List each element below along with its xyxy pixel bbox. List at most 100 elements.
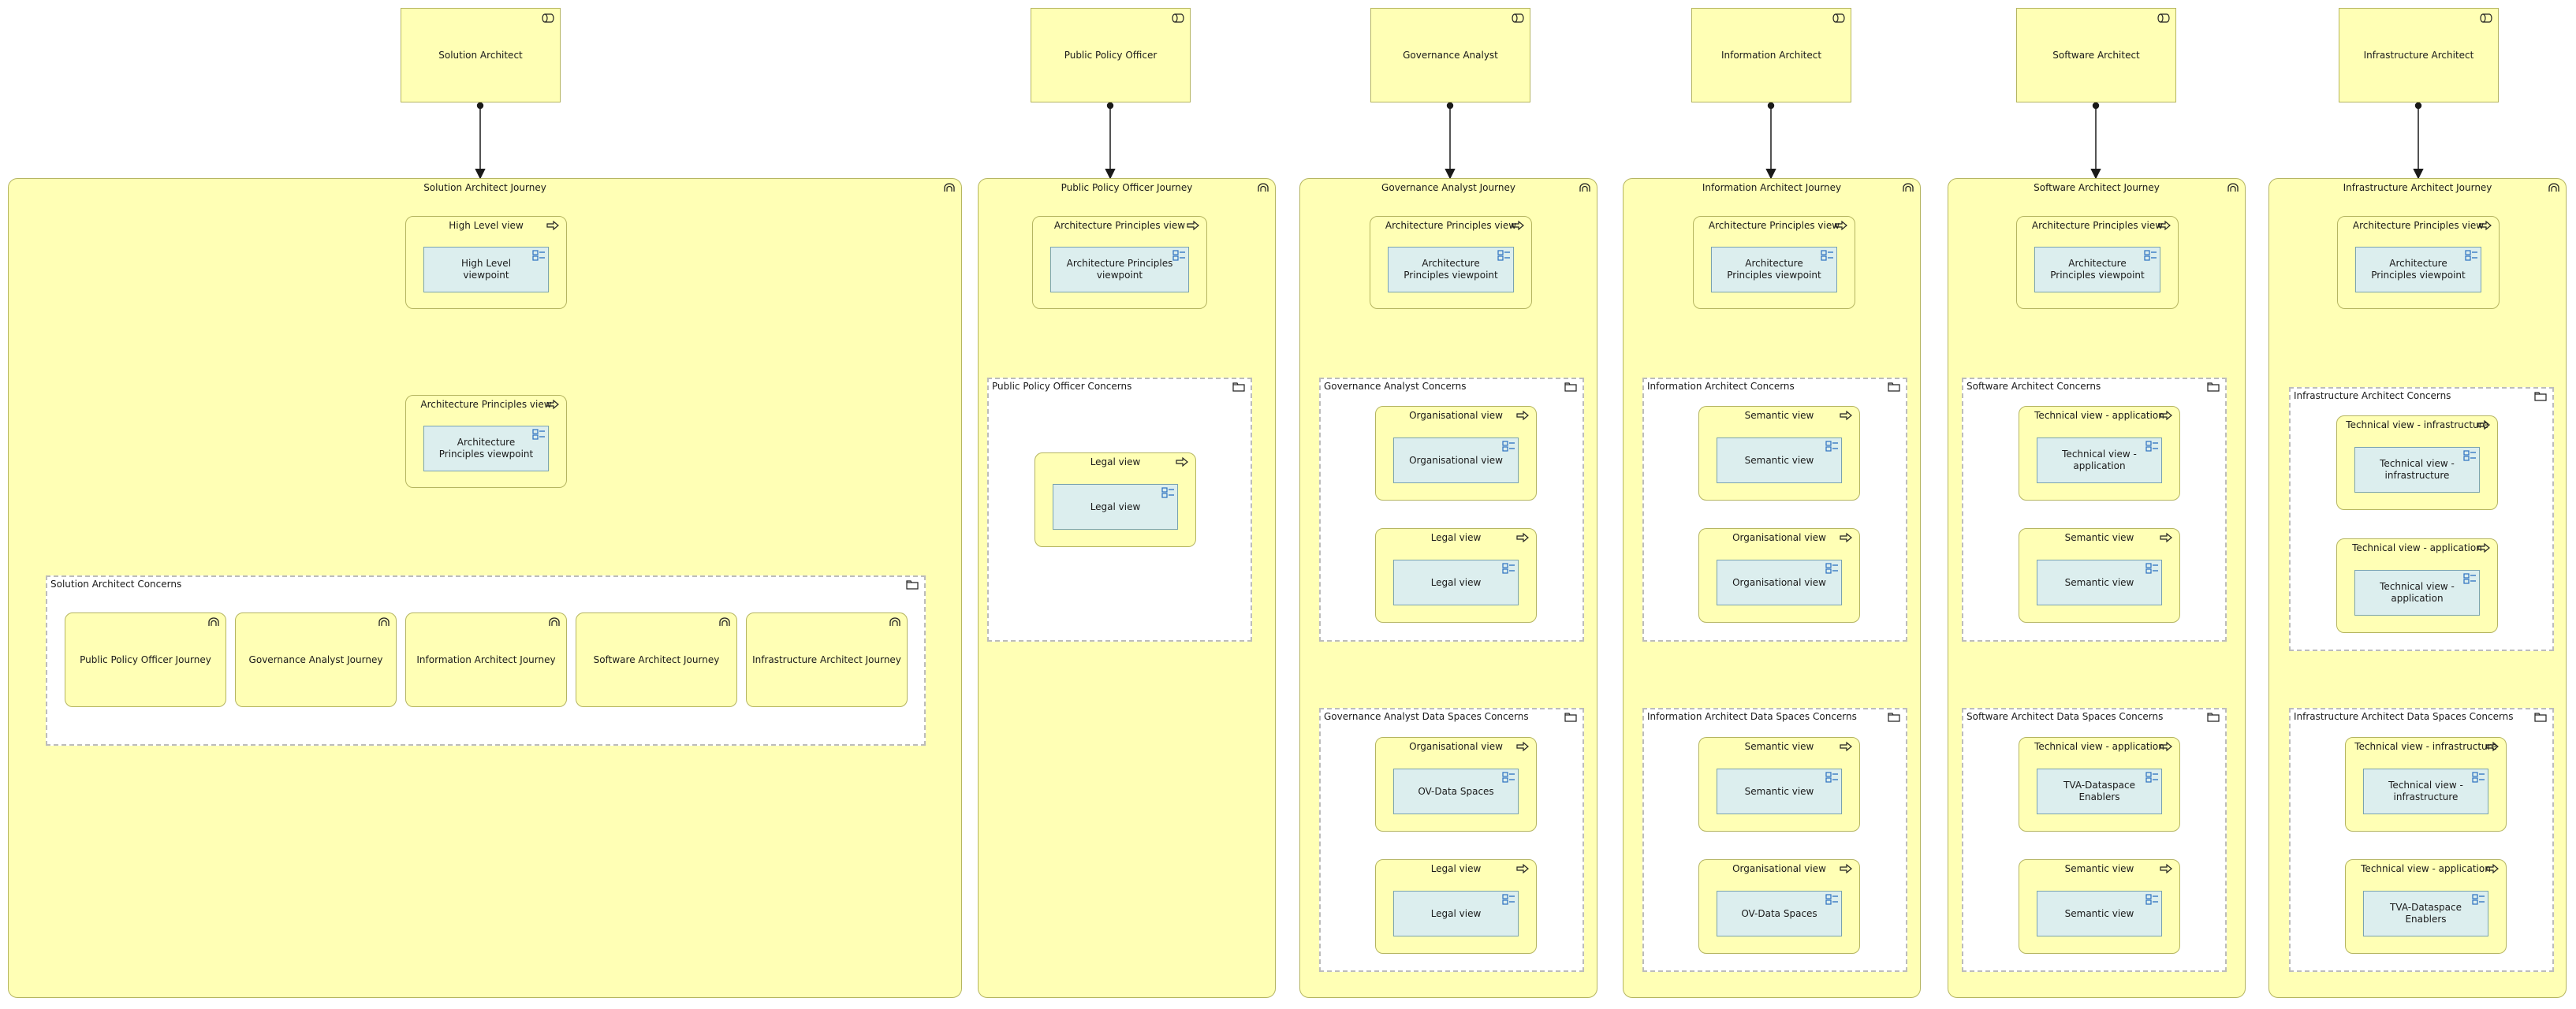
viewpoint-box[interactable]: Architecture Principles viewpoint bbox=[423, 426, 549, 471]
viewpoint-icon bbox=[1825, 441, 1838, 452]
view-title: Legal view bbox=[1430, 532, 1482, 543]
viewpoint-box[interactable]: Technical view - application bbox=[2354, 570, 2480, 616]
viewpoint-box[interactable]: Semantic view bbox=[1717, 437, 1842, 483]
viewpoint-label: Architecture Principles viewpoint bbox=[2371, 258, 2466, 281]
concern-journey-1[interactable]: Governance Analyst Journey bbox=[235, 612, 397, 707]
view-title: Technical view - infrastructure bbox=[2354, 741, 2497, 752]
viewpoint-box[interactable]: Organisational view bbox=[1393, 437, 1519, 483]
role-4[interactable]: Software Architect bbox=[2016, 8, 2176, 102]
viewpoint-box[interactable]: High Level viewpoint bbox=[423, 247, 549, 292]
viewpoint-box[interactable]: TVA-Dataspace Enablers bbox=[2363, 891, 2488, 936]
viewpoint-label: TVA-Dataspace Enablers bbox=[2063, 780, 2135, 802]
viewpoint-box[interactable]: Semantic view bbox=[2037, 891, 2162, 936]
view-title: Semantic view bbox=[2064, 532, 2134, 543]
role-icon bbox=[1512, 13, 1524, 23]
viewpoint-label: Organisational view bbox=[1732, 576, 1826, 588]
role-0[interactable]: Solution Architect bbox=[401, 8, 561, 102]
viewpoint-box[interactable]: Semantic view bbox=[1717, 769, 1842, 814]
view-title: Legal view bbox=[1090, 456, 1141, 467]
viewpoint-label: Architecture Principles viewpoint bbox=[1066, 258, 1173, 281]
concern-journey-label: Information Architect Journey bbox=[416, 653, 556, 665]
group-title: Governance Analyst Data Spaces Concerns bbox=[1324, 711, 1529, 722]
group-title: Information Architect Concerns bbox=[1647, 381, 1795, 392]
view-arrow-icon bbox=[1516, 532, 1529, 543]
viewpoint-label: High Level viewpoint bbox=[460, 258, 512, 281]
viewpoint-label: Technical view - application bbox=[2380, 581, 2455, 604]
view-title: Technical view - infrastructure bbox=[2346, 419, 2488, 430]
viewpoint-box[interactable]: Architecture Principles viewpoint bbox=[2034, 247, 2160, 292]
viewpoint-box[interactable]: Technical view - infrastructure bbox=[2354, 447, 2480, 493]
concern-journey-2[interactable]: Information Architect Journey bbox=[405, 612, 567, 707]
view-title: Architecture Principles view bbox=[2031, 220, 2164, 231]
view-title: Architecture Principles view bbox=[2352, 220, 2485, 231]
view-arrow-icon bbox=[2477, 419, 2490, 430]
viewpoint-icon bbox=[532, 429, 545, 440]
role-5[interactable]: Infrastructure Architect bbox=[2339, 8, 2499, 102]
viewpoint-label: Legal view bbox=[1430, 576, 1482, 588]
viewpoint-box[interactable]: Legal view bbox=[1393, 891, 1519, 936]
viewpoint-icon bbox=[1502, 772, 1515, 783]
role-icon bbox=[2480, 13, 2492, 23]
viewpoint-box[interactable]: Architecture Principles viewpoint bbox=[1388, 247, 1514, 292]
viewpoint-label: Organisational view bbox=[1409, 454, 1503, 466]
role-1[interactable]: Public Policy Officer bbox=[1031, 8, 1191, 102]
viewpoint-icon bbox=[1502, 894, 1515, 905]
viewpoint-box[interactable]: Technical view - application bbox=[2037, 437, 2162, 483]
journey-title: Infrastructure Architect Journey bbox=[2343, 182, 2492, 193]
concern-journey-3[interactable]: Software Architect Journey bbox=[576, 612, 737, 707]
viewpoint-label: TVA-Dataspace Enablers bbox=[2390, 902, 2462, 925]
viewpoint-icon bbox=[2463, 573, 2476, 584]
viewpoint-box[interactable]: Organisational view bbox=[1717, 560, 1842, 605]
viewpoint-box[interactable]: Architecture Principles viewpoint bbox=[2355, 247, 2481, 292]
concern-journey-0[interactable]: Public Policy Officer Journey bbox=[65, 612, 226, 707]
viewpoint-box[interactable]: OV-Data Spaces bbox=[1717, 891, 1842, 936]
viewpoint-box[interactable]: Architecture Principles viewpoint bbox=[1050, 247, 1189, 292]
viewpoint-box[interactable]: TVA-Dataspace Enablers bbox=[2037, 769, 2162, 814]
view-arrow-icon bbox=[1835, 220, 1847, 231]
viewpoint-icon bbox=[1502, 563, 1515, 574]
viewpoint-icon bbox=[2145, 894, 2158, 905]
role-2[interactable]: Governance Analyst bbox=[1370, 8, 1530, 102]
viewpoint-box[interactable]: Semantic view bbox=[2037, 560, 2162, 605]
viewpoint-box[interactable]: Architecture Principles viewpoint bbox=[1711, 247, 1837, 292]
viewpoint-label: Semantic view bbox=[2064, 907, 2134, 919]
view-arrow-icon bbox=[1187, 220, 1199, 231]
journey-icon bbox=[208, 617, 219, 626]
viewpoint-label: Semantic view bbox=[1744, 454, 1814, 466]
view-title: Organisational view bbox=[1732, 532, 1826, 543]
viewpoint-label: OV-Data Spaces bbox=[1418, 785, 1494, 797]
viewpoint-box[interactable]: Technical view - infrastructure bbox=[2363, 769, 2488, 814]
viewpoint-box[interactable]: OV-Data Spaces bbox=[1393, 769, 1519, 814]
viewpoint-box[interactable]: Legal view bbox=[1053, 484, 1178, 530]
group-title: Infrastructure Architect Data Spaces Con… bbox=[2294, 711, 2514, 722]
view-arrow-icon bbox=[1840, 863, 1852, 874]
role-3[interactable]: Information Architect bbox=[1691, 8, 1851, 102]
concern-journey-4[interactable]: Infrastructure Architect Journey bbox=[746, 612, 908, 707]
viewpoint-box[interactable]: Legal view bbox=[1393, 560, 1519, 605]
view-arrow-icon bbox=[2160, 532, 2172, 543]
